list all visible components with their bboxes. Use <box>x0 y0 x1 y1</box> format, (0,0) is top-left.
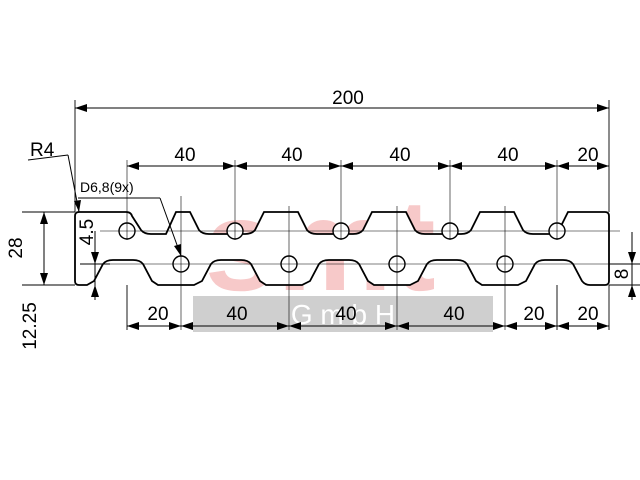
overall-length-label: 200 <box>332 88 364 109</box>
top-end-label: 20 <box>577 145 598 166</box>
top-pitch-label: 40 <box>497 145 518 166</box>
bottom-end-label: 20 <box>523 304 544 325</box>
offset-4-5-label: 4.5 <box>77 219 98 245</box>
top-pitch-label: 40 <box>174 145 195 166</box>
arrowheads <box>40 104 636 330</box>
height-label: 28 <box>6 237 27 258</box>
bottom-pitch-label: 40 <box>226 304 247 325</box>
bottom-end-label: 20 <box>577 304 598 325</box>
bottom-pitch-label: 40 <box>443 304 464 325</box>
watermark-company: G m b H <box>291 299 395 330</box>
corner-radius-label: R4 <box>30 140 55 161</box>
offset-12-25-label: 12.25 <box>20 302 41 350</box>
dimension-labels: 200 40 40 40 40 20 20 40 40 40 20 20 28 … <box>6 88 633 350</box>
extension-lines <box>22 100 640 330</box>
top-pitch-label: 40 <box>389 145 410 166</box>
bottom-pitch-label: 40 <box>335 304 356 325</box>
top-pitch-label: 40 <box>281 145 302 166</box>
bottom-start-label: 20 <box>147 304 168 325</box>
hole-callout-label: D6,8(9x) <box>80 179 134 195</box>
slot-8-label: 8 <box>612 269 633 280</box>
center-lines <box>100 160 620 330</box>
